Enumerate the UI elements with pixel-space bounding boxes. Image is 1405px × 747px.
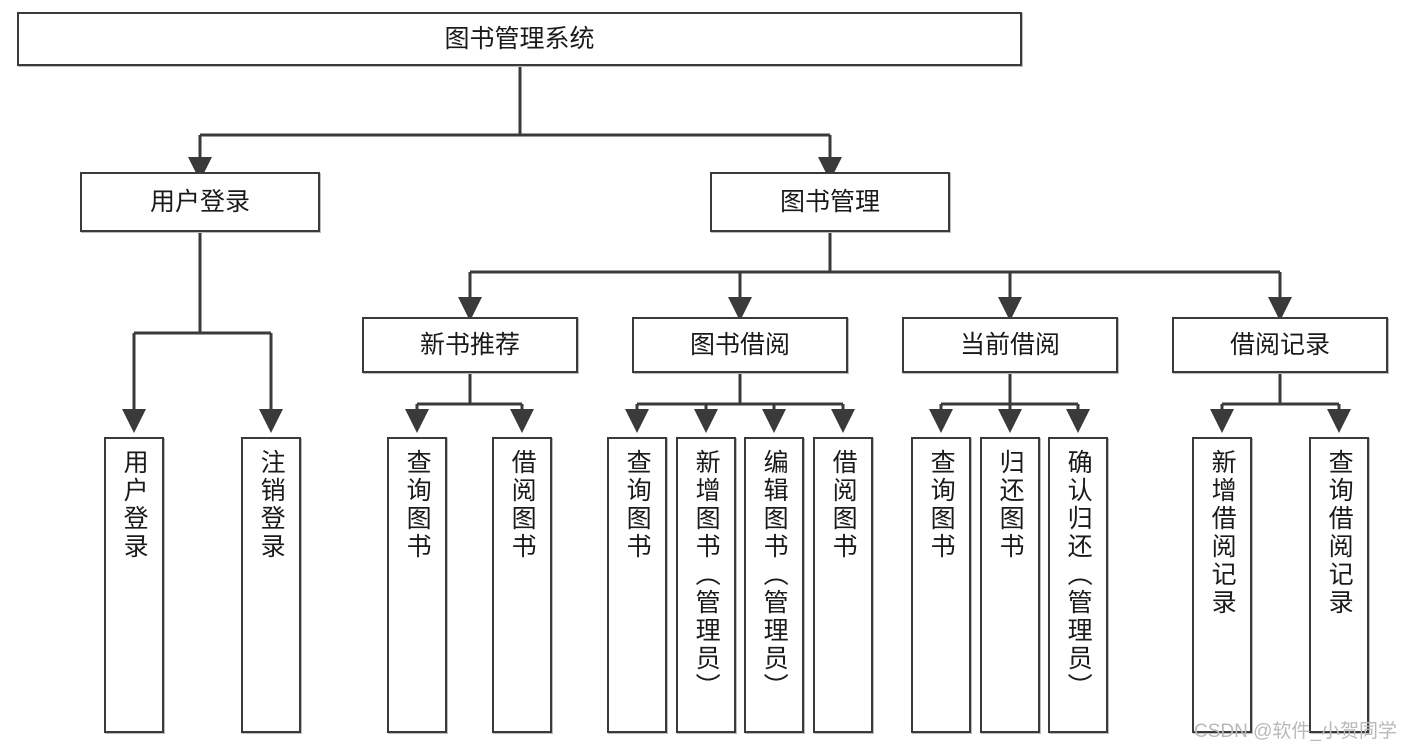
- csdn-watermark: CSDN @软件_小贺同学: [1194, 721, 1397, 742]
- node-label: 查询借阅记录: [1325, 449, 1354, 617]
- leaf-recommend-borrow-book[interactable]: 借阅图书: [492, 437, 552, 733]
- leaf-user-login-logout[interactable]: 注销登录: [241, 437, 301, 733]
- leaf-current-confirm-return-admin[interactable]: 确认归还（管理员）: [1048, 437, 1108, 733]
- node-label: 新书推荐: [419, 330, 520, 359]
- node-label: 用户登录: [120, 449, 149, 561]
- leaf-record-query-record[interactable]: 查询借阅记录: [1309, 437, 1369, 733]
- node-borrow-record[interactable]: 借阅记录: [1172, 317, 1388, 373]
- node-label: 查询图书: [623, 449, 652, 561]
- node-label: 用户登录: [149, 187, 250, 216]
- node-label: 查询图书: [927, 449, 956, 561]
- node-label: 注销登录: [257, 449, 286, 561]
- node-label: 编辑图书（管理员）: [760, 449, 789, 701]
- node-label: 借阅记录: [1229, 330, 1330, 359]
- node-label: 借阅图书: [508, 449, 537, 561]
- node-label: 图书管理系统: [444, 24, 595, 53]
- leaf-current-query-book[interactable]: 查询图书: [911, 437, 971, 733]
- leaf-record-add-record[interactable]: 新增借阅记录: [1192, 437, 1252, 733]
- node-book-borrow[interactable]: 图书借阅: [632, 317, 848, 373]
- node-new-book-recommend[interactable]: 新书推荐: [362, 317, 578, 373]
- node-current-borrow[interactable]: 当前借阅: [902, 317, 1118, 373]
- leaf-recommend-query-book[interactable]: 查询图书: [387, 437, 447, 733]
- leaf-user-login-login[interactable]: 用户登录: [104, 437, 164, 733]
- leaf-current-return-book[interactable]: 归还图书: [980, 437, 1040, 733]
- node-label: 当前借阅: [959, 330, 1060, 359]
- node-label: 借阅图书: [829, 449, 858, 561]
- node-label: 查询图书: [403, 449, 432, 561]
- leaf-borrow-query-book[interactable]: 查询图书: [607, 437, 667, 733]
- node-label: 图书管理: [779, 187, 880, 216]
- node-user-login[interactable]: 用户登录: [80, 172, 320, 232]
- node-book-management[interactable]: 图书管理: [710, 172, 950, 232]
- node-label: 图书借阅: [689, 330, 790, 359]
- node-label: 确认归还（管理员）: [1064, 449, 1093, 701]
- node-root-system[interactable]: 图书管理系统: [17, 12, 1022, 66]
- node-label: 新增借阅记录: [1208, 449, 1237, 617]
- node-label: 归还图书: [996, 449, 1025, 561]
- leaf-borrow-borrow-book[interactable]: 借阅图书: [813, 437, 873, 733]
- leaf-borrow-add-book-admin[interactable]: 新增图书（管理员）: [676, 437, 736, 733]
- node-label: 新增图书（管理员）: [692, 449, 721, 701]
- leaf-borrow-edit-book-admin[interactable]: 编辑图书（管理员）: [744, 437, 804, 733]
